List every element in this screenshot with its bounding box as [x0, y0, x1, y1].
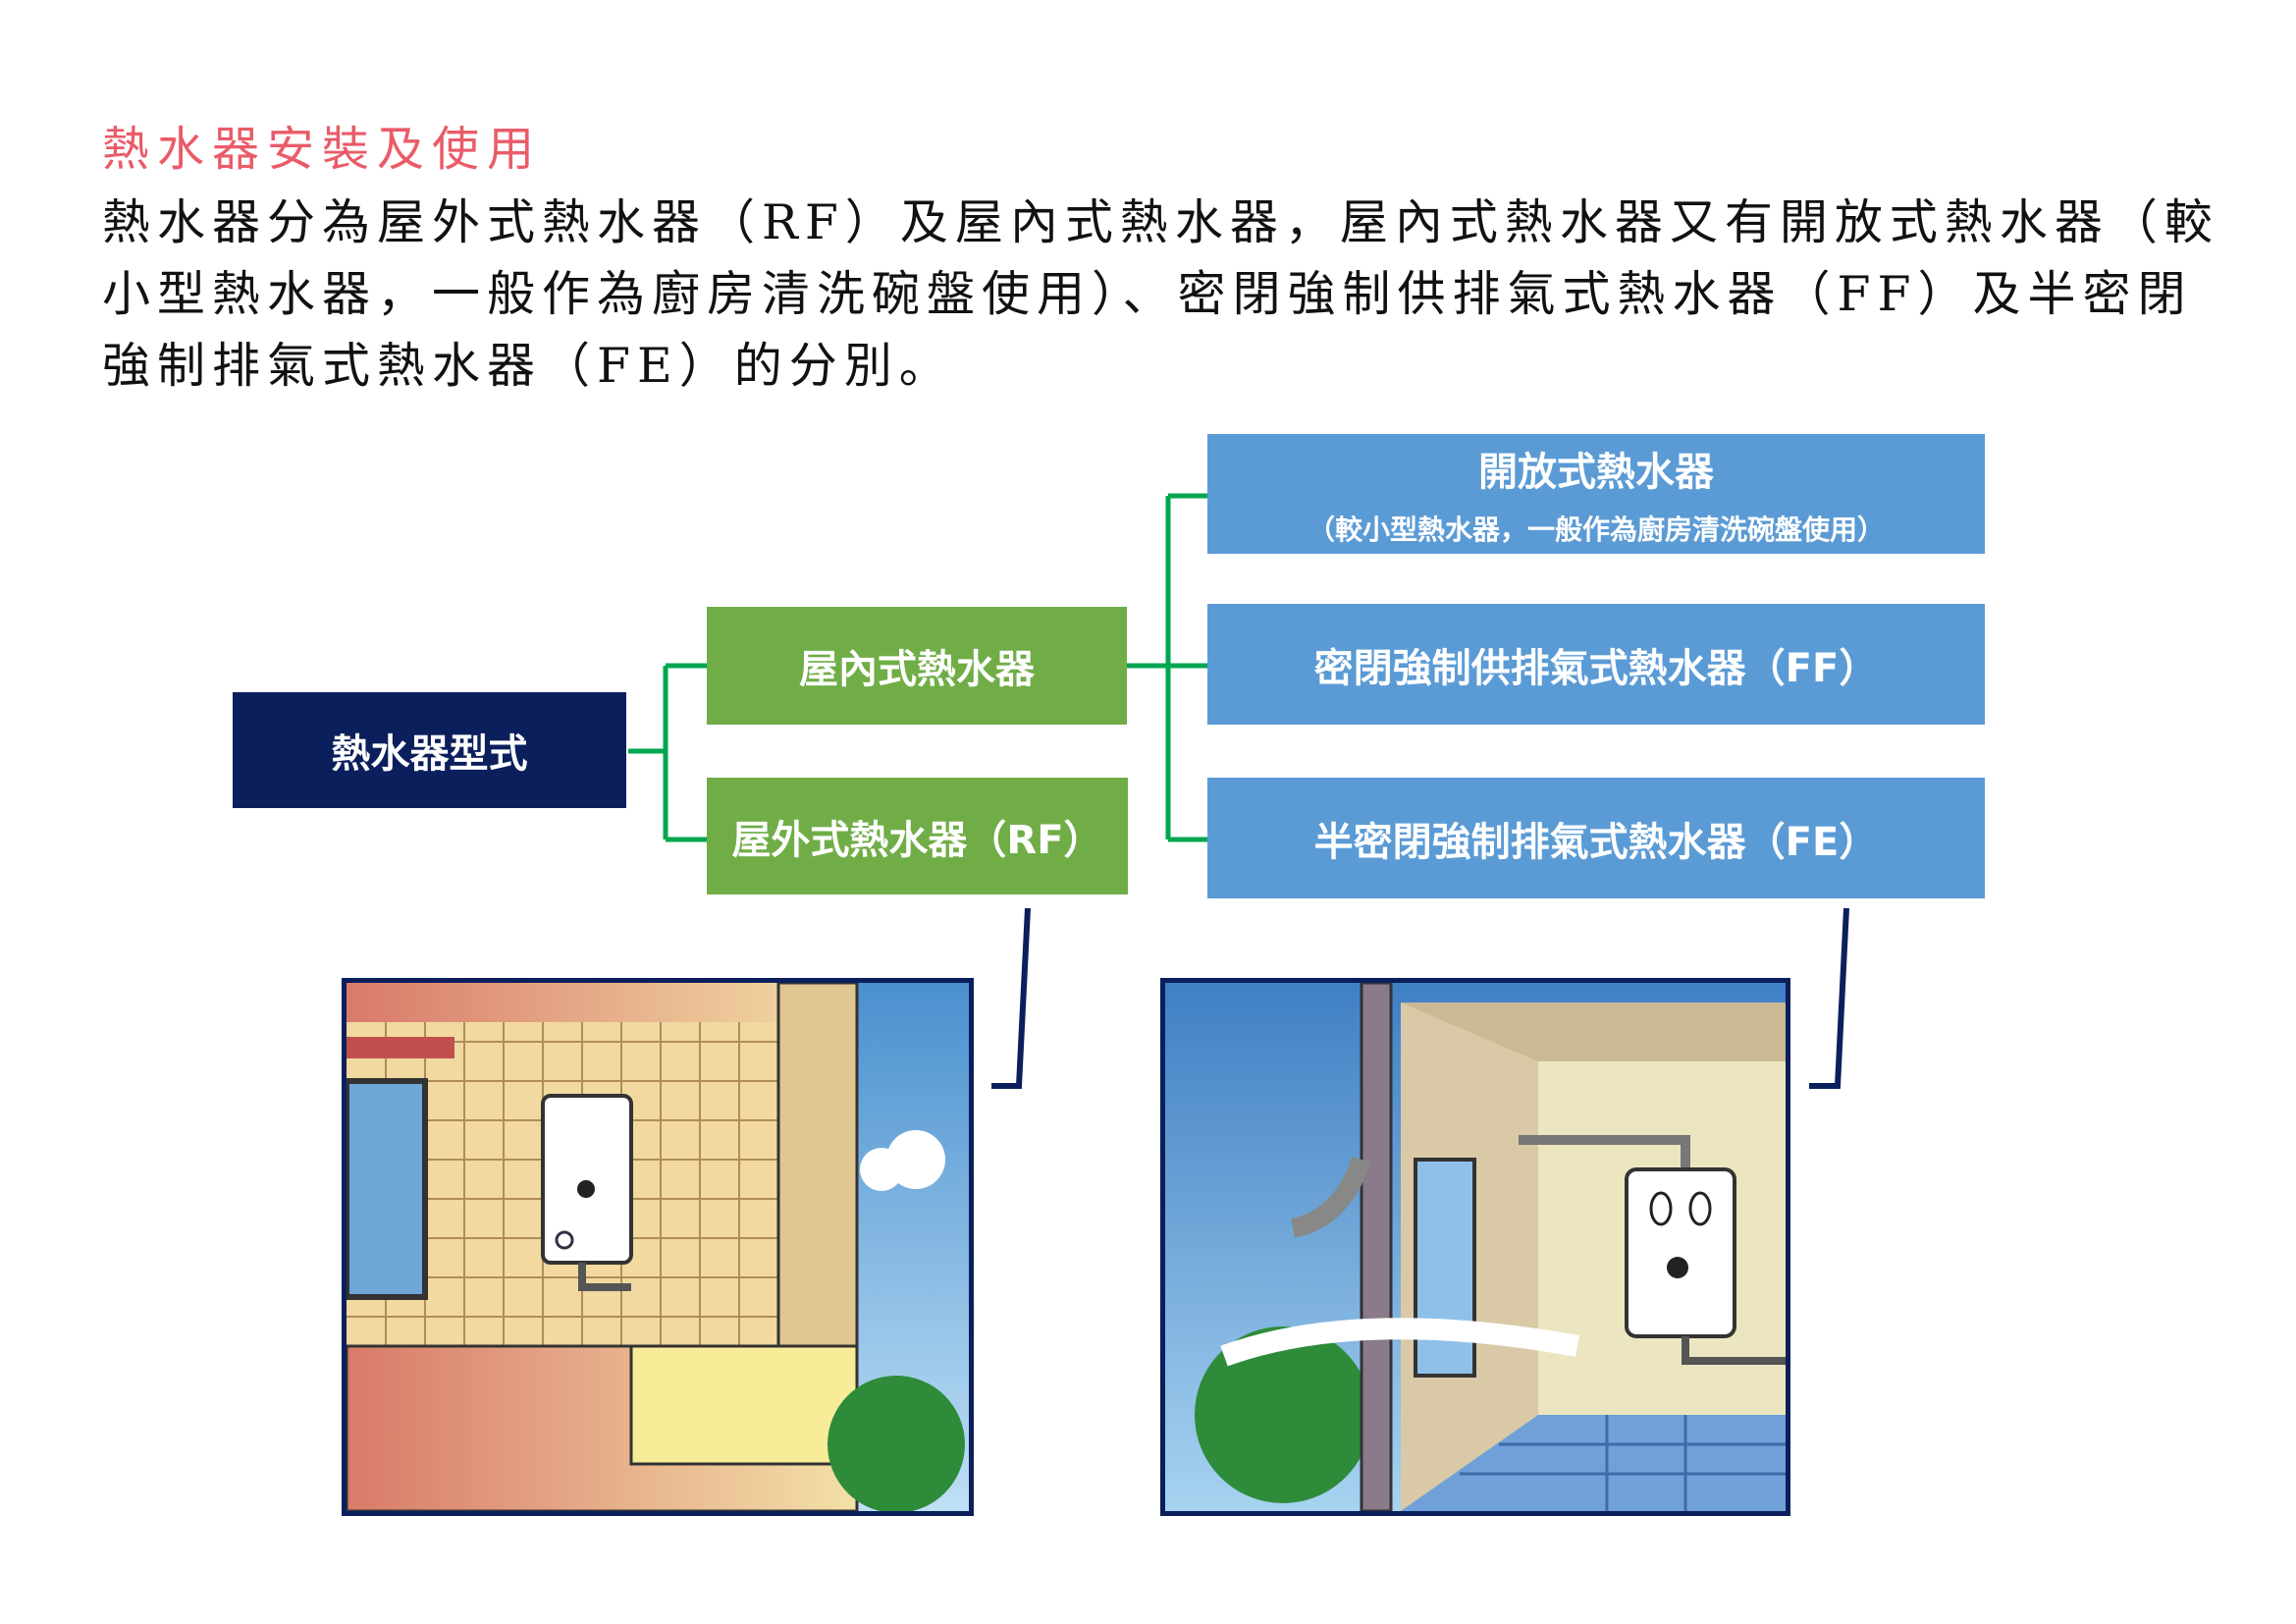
node-label: 半密閉強制排氣式熱水器（FE） [1313, 819, 1879, 865]
node-label: 屋外式熱水器（RF） [731, 817, 1103, 863]
water-heater-icon [1625, 1167, 1786, 1365]
connector-root [628, 663, 707, 842]
indoor-heater-illustration [1160, 978, 1790, 1516]
connector-indoor [1127, 493, 1207, 842]
node-label: 開放式熱水器 [1478, 450, 1714, 495]
node-note: （較小型熱水器，一般作為廚房清洗碗盤使用） [1307, 514, 1885, 546]
intro-paragraph: 熱水器分為屋外式熱水器（RF）及屋內式熱水器，屋內式熱水器又有開放式熱水器（較小… [102, 194, 2219, 394]
node-label: 熱水器型式 [331, 731, 528, 777]
node-indoor: 屋內式熱水器 [707, 607, 1127, 725]
pointer-line-outdoor [991, 907, 1031, 1089]
node-open: 開放式熱水器 （較小型熱水器，一般作為廚房清洗碗盤使用） [1207, 434, 1985, 554]
node-ff: 密閉強制供排氣式熱水器（FF） [1207, 604, 1985, 725]
node-outdoor-rf: 屋外式熱水器（RF） [707, 778, 1128, 894]
pointer-line-indoor [1809, 907, 1849, 1089]
outdoor-heater-illustration [342, 978, 974, 1516]
node-label: 密閉強制供排氣式熱水器（FF） [1313, 645, 1879, 691]
node-label: 屋內式熱水器 [799, 647, 1035, 692]
water-heater-icon [541, 1094, 633, 1291]
node-fe: 半密閉強制排氣式熱水器（FE） [1207, 778, 1985, 898]
node-heater-types: 熱水器型式 [233, 692, 626, 808]
page-title: 熱水器安裝及使用 [102, 122, 543, 177]
